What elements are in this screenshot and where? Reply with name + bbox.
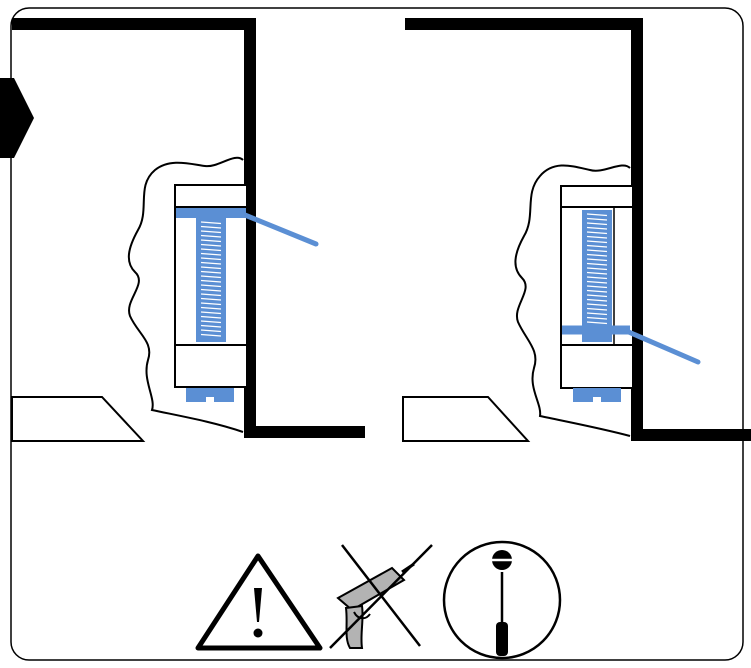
spring-coil-line: [586, 298, 608, 302]
spring-coils: [200, 221, 222, 337]
warning-triangle-icon: [195, 553, 323, 651]
mounting-foot: [186, 388, 234, 402]
wall-outline: [405, 18, 751, 441]
spring-coil-line: [586, 222, 608, 226]
no-power-drill-icon: [329, 544, 433, 649]
screw-lever-handle: [621, 327, 701, 365]
spring-coil-line: [586, 231, 608, 235]
spring-coil-line: [586, 217, 608, 221]
spring-coil-line: [200, 329, 222, 333]
spring-coil-line: [200, 221, 222, 225]
spring-coil-line: [200, 261, 222, 265]
spring-coil-line: [200, 266, 222, 270]
panel-step-after: [402, 18, 751, 442]
spring-coil-line: [200, 243, 222, 247]
spring-coil-line: [200, 234, 222, 238]
spring-coil-line: [200, 230, 222, 234]
cavity-outline: [127, 156, 244, 433]
spring-coil-line: [586, 258, 608, 262]
spring-coil-line: [586, 226, 608, 230]
spring-coil-line: [586, 249, 608, 253]
spring-coil-line: [586, 307, 608, 311]
cavity-outline: [514, 164, 631, 437]
wall-outline: [12, 18, 365, 438]
spring-coil-line: [586, 213, 608, 217]
spring-coils: [586, 213, 608, 325]
screwdriver-icon: [442, 540, 562, 660]
spring-coil-line: [200, 225, 222, 229]
spring-coil-line: [200, 239, 222, 243]
spring-coil-line: [586, 294, 608, 298]
spring-coil-line: [200, 279, 222, 283]
spring-coil-line: [586, 321, 608, 325]
spring-coil-line: [586, 316, 608, 320]
spring-coil-line: [200, 297, 222, 301]
screw-lever-handle: [237, 210, 319, 247]
spring-coil-line: [200, 315, 222, 319]
spring-coil-line: [200, 252, 222, 256]
spring-coil-line: [586, 312, 608, 316]
spring-coil-line: [200, 333, 222, 337]
arrow-right-icon: [0, 78, 34, 158]
spring-coil-line: [200, 324, 222, 328]
spring-coil-line: [200, 293, 222, 297]
spring-coil-line: [200, 270, 222, 274]
spring-coil-line: [200, 257, 222, 261]
spring-coil-line: [586, 235, 608, 239]
spring-coil-line: [586, 271, 608, 275]
spring-coil-line: [586, 280, 608, 284]
spring-coil-line: [200, 320, 222, 324]
mounting-foot: [573, 388, 621, 402]
spring-coil-line: [586, 262, 608, 266]
spring-coil-line: [586, 253, 608, 257]
spring-coil-line: [586, 276, 608, 280]
spring-coil-line: [586, 289, 608, 293]
spring-coil-line: [200, 248, 222, 252]
spring-coil-line: [200, 275, 222, 279]
panel-step-before: [11, 18, 365, 442]
spring-coil-line: [200, 302, 222, 306]
spring-coil-line: [200, 284, 222, 288]
spring-coil-line: [200, 288, 222, 292]
spring-coil-line: [586, 240, 608, 244]
spring-coil-line: [200, 306, 222, 310]
spring-coil-line: [586, 285, 608, 289]
spring-coil-line: [586, 244, 608, 248]
diagram-frame: [10, 7, 744, 661]
spring-coil-line: [200, 311, 222, 315]
spring-coil-line: [586, 303, 608, 307]
spring-coil-line: [586, 267, 608, 271]
floor-piece: [11, 396, 146, 442]
floor-piece: [402, 396, 531, 442]
